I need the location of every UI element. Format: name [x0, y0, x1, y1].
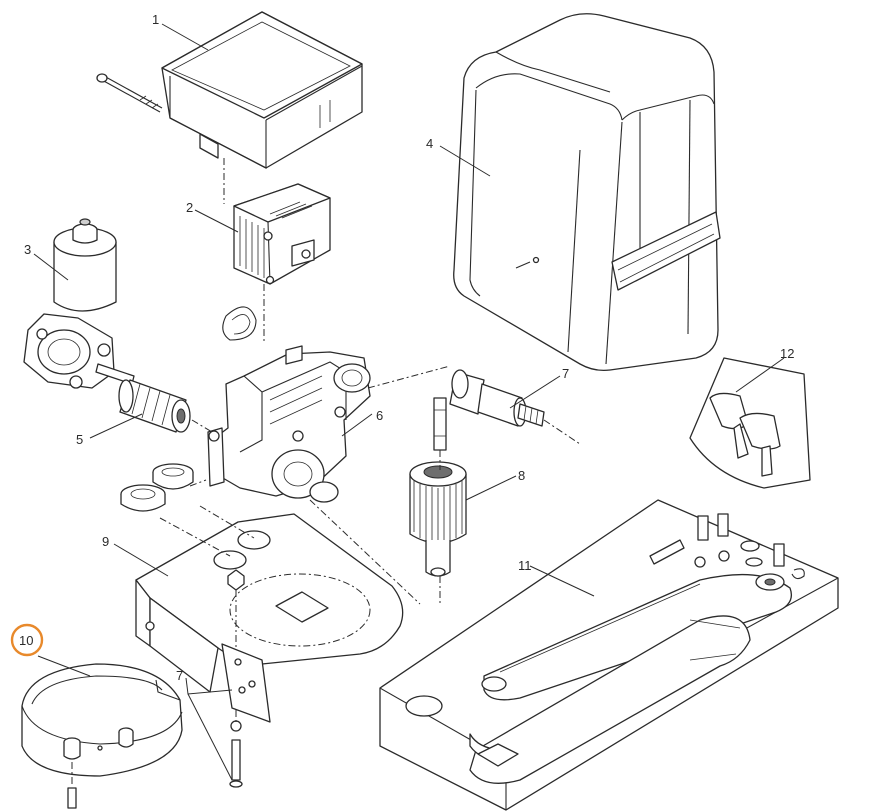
leader-lines: [33, 23, 785, 781]
callout-8: 8: [518, 468, 525, 483]
part-gearbox: [207, 306, 371, 503]
callout-12: 12: [780, 346, 794, 361]
part-cover: [453, 13, 721, 372]
part-base-plate: [135, 513, 404, 788]
callout-5: 5: [76, 432, 83, 447]
part-11-arms: [379, 499, 839, 811]
callout-4: 4: [426, 136, 433, 151]
callout-1: 1: [152, 12, 159, 27]
callout-9: 9: [102, 534, 109, 549]
assembly-lines: [159, 158, 581, 605]
part-control-box: [96, 11, 363, 169]
callout-11: 11: [518, 558, 532, 573]
callout-7-lower: 7: [176, 668, 183, 683]
part-seals: [120, 463, 194, 512]
callout-10: 10: [19, 633, 33, 648]
part-transformer: [233, 183, 331, 285]
part-pinion: [409, 461, 467, 577]
part-12-keys: [689, 357, 811, 489]
part-10-cup: [21, 663, 183, 809]
callout-labels: 1 2 3 4 5 6 7 7 8 9 10 11 12: [19, 12, 794, 683]
callout-2: 2: [186, 200, 193, 215]
callout-3: 3: [24, 242, 31, 257]
callout-7-upper: 7: [562, 366, 569, 381]
part-bracket: [221, 643, 271, 723]
part-shaft: [433, 369, 545, 451]
callout-6: 6: [376, 408, 383, 423]
part-motor: [23, 218, 135, 389]
callout-10-highlight: [10, 623, 44, 657]
part-coupling: [118, 379, 191, 433]
